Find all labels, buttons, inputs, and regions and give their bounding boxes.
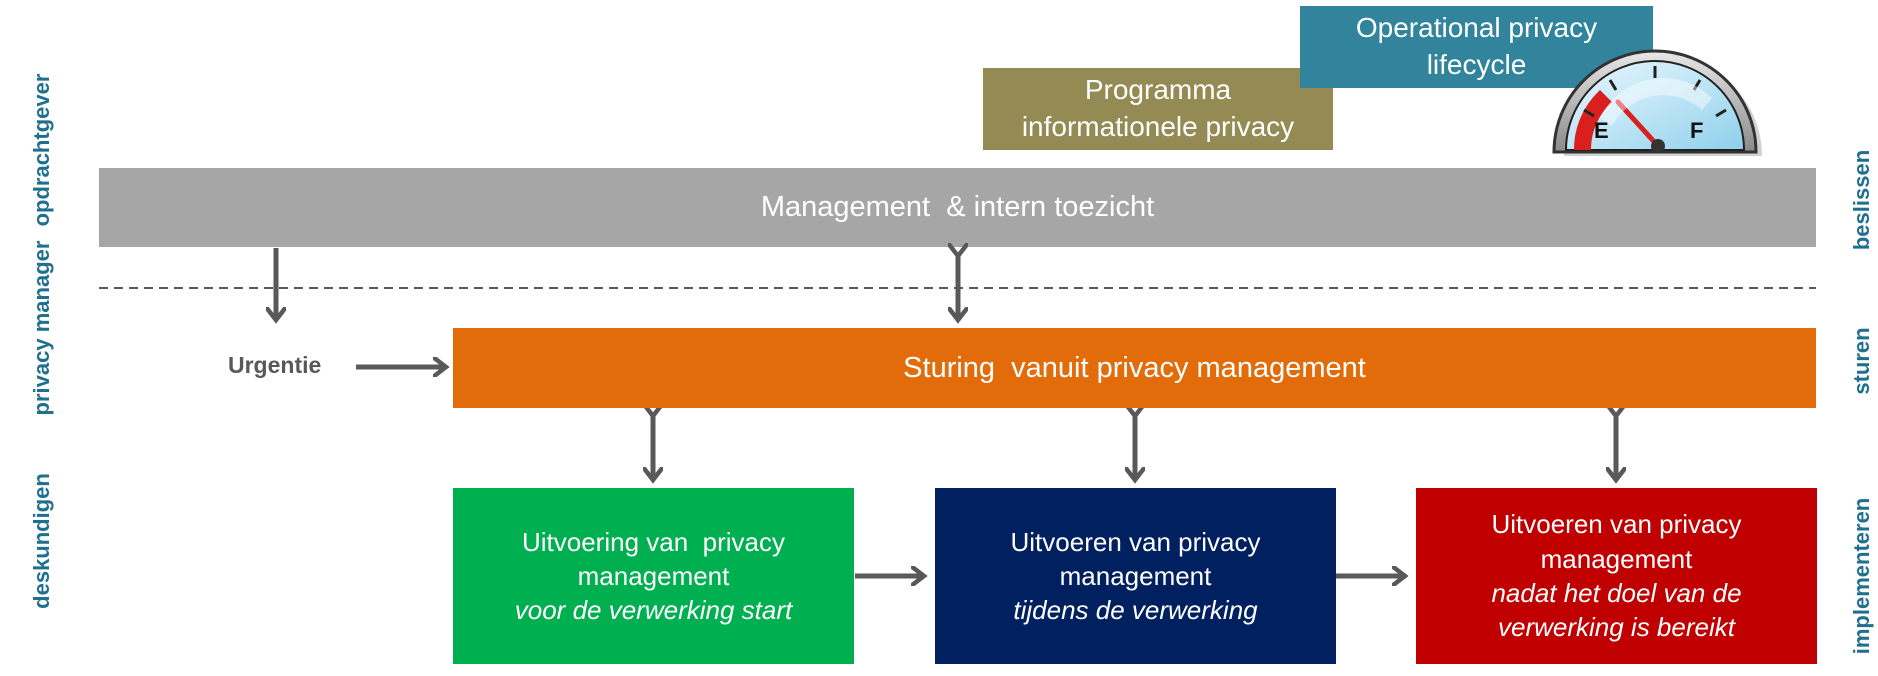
gauge-empty-label: E <box>1594 118 1609 143</box>
sturing-bar: Sturing vanuit privacy management <box>453 328 1816 408</box>
lifecycle-line-1: Operational privacy <box>1355 12 1598 43</box>
lifecycle-line-2: lifecycle <box>1426 48 1527 80</box>
programma-badge: Programma informationele privacy <box>983 68 1333 150</box>
sturing-bar-label: Sturing vanuit privacy management <box>903 351 1366 384</box>
management-bar: Management & intern toezicht <box>99 168 1816 247</box>
phase-3-line-2: management <box>1540 543 1693 574</box>
phase-1-line-1: Uitvoering van privacy <box>521 526 785 557</box>
gauge-full-label: F <box>1690 118 1704 143</box>
phase-3-italic-1: nadat het doel van de <box>1491 578 1742 608</box>
programma-line-1: Programma <box>1084 74 1232 106</box>
programma-line-2: informationele privacy <box>1021 111 1295 142</box>
phase-3-line-1: Uitvoeren van privacy <box>1491 509 1742 540</box>
urgentie-label: Urgentie <box>228 352 322 378</box>
phase-2-italic: tijdens de verwerking <box>1013 595 1258 626</box>
phase-3-italic-2: verwerking is bereikt <box>1498 612 1735 643</box>
management-bar-label: Management & intern toezicht <box>760 191 1155 224</box>
phase-2-line-1: Uitvoeren van privacy <box>1010 526 1261 557</box>
phase-1-line-2: management <box>577 560 730 591</box>
phase-box-tijdens: Uitvoeren van privacy management tijdens… <box>935 488 1336 664</box>
phase-1-italic: voor de verwerking start <box>514 595 793 626</box>
phase-box-voor: Uitvoering van privacy management voor d… <box>453 488 854 664</box>
phase-2-line-2: management <box>1059 560 1212 591</box>
phase-box-nadat: Uitvoeren van privacy management nadat h… <box>1416 488 1817 664</box>
